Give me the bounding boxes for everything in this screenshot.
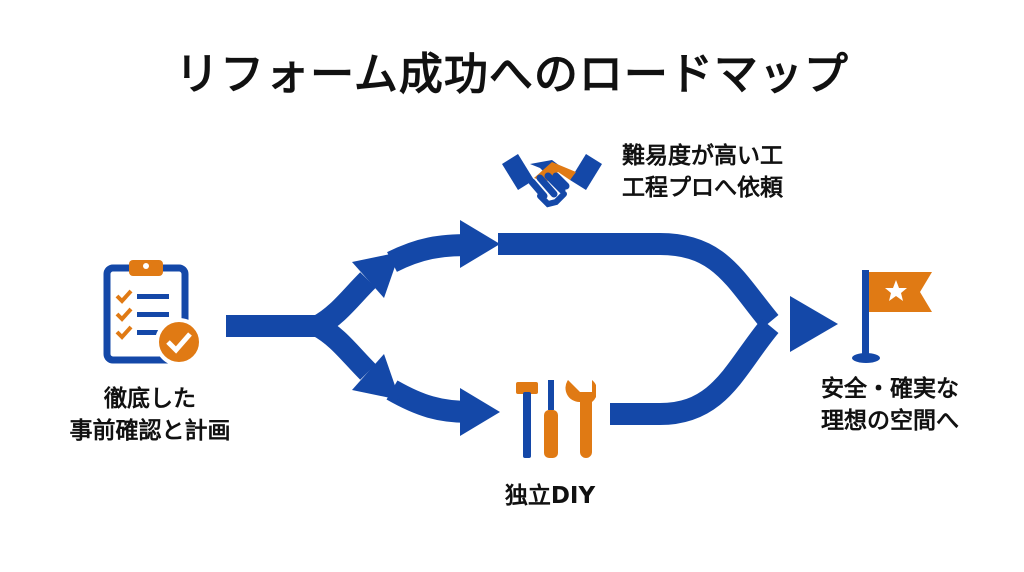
arrowhead-up bbox=[352, 252, 400, 298]
pro-branch-label: 難易度が高い工 工程プロへ依頼 bbox=[622, 140, 783, 204]
split-down-path bbox=[312, 316, 376, 380]
upper-path bbox=[387, 234, 471, 272]
goal-label-line-2: 理想の空間へ bbox=[821, 408, 959, 434]
tools-icon bbox=[516, 380, 596, 458]
arrowhead-pro bbox=[460, 220, 500, 268]
pro-label-line-1: 難易度が高い工 bbox=[622, 143, 783, 169]
arrowhead-diy bbox=[460, 388, 500, 436]
clipboard-check-icon bbox=[103, 260, 203, 366]
flag-icon bbox=[852, 270, 932, 363]
start-label-line-1: 徹底した bbox=[104, 386, 196, 412]
goal-label: 安全・確実な 理想の空間へ bbox=[780, 373, 1000, 437]
lower-path bbox=[386, 380, 471, 423]
arrowhead-down bbox=[352, 354, 400, 400]
diy-label-line-1: 独立DIY bbox=[504, 483, 596, 509]
pro-label-line-2: 工程プロへ依頼 bbox=[622, 175, 783, 201]
start-label: 徹底した 事前確認と計画 bbox=[40, 383, 260, 447]
diy-branch-label: 独立DIY bbox=[480, 480, 620, 512]
pro-to-goal-path bbox=[498, 233, 779, 330]
arrowhead-goal bbox=[790, 296, 838, 352]
goal-label-line-1: 安全・確実な bbox=[821, 376, 959, 402]
page-title: リフォーム成功へのロードマップ bbox=[175, 49, 849, 100]
start-label-line-2: 事前確認と計画 bbox=[69, 418, 231, 444]
diy-to-goal-path bbox=[610, 318, 779, 425]
handshake-icon bbox=[502, 154, 602, 208]
